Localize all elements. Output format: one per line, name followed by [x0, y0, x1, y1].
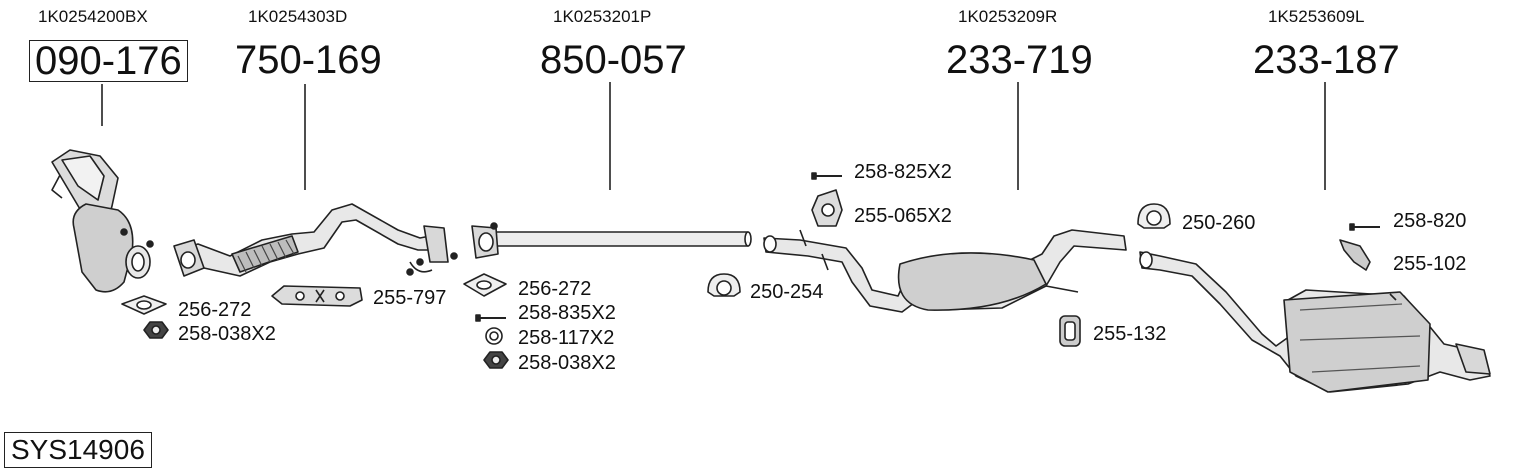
- bolt-icon: [475, 314, 506, 322]
- fitting-label[interactable]: 258-820: [1393, 210, 1467, 232]
- nut-icon: [143, 321, 169, 339]
- oem-number: 1K0253209R: [958, 7, 1058, 26]
- part-number-rear-silencer[interactable]: 233-187: [1253, 38, 1400, 82]
- fitting-label[interactable]: 256-272: [178, 299, 252, 321]
- nut-icon: [483, 351, 509, 369]
- fitting-label[interactable]: 258-038X2: [518, 352, 616, 374]
- front-pipe-icon: [173, 203, 458, 277]
- fitting-label[interactable]: 256-272: [518, 278, 592, 300]
- fitting-label[interactable]: 255-102: [1393, 253, 1467, 275]
- clamp-icon: [707, 273, 741, 297]
- oem-number: 1K5253609L: [1268, 7, 1365, 26]
- rubber-hanger-icon: [1059, 315, 1081, 347]
- oem-number: 1K0254200BX: [38, 7, 148, 26]
- part-number-catalytic-converter[interactable]: 090-176: [29, 40, 188, 82]
- oem-number: 1K0253201P: [553, 7, 652, 26]
- spring-ring-icon: [485, 327, 503, 345]
- fitting-label[interactable]: 258-825X2: [854, 161, 952, 183]
- fitting-label[interactable]: 250-260: [1182, 212, 1256, 234]
- gasket-icon: [121, 295, 167, 315]
- fitting-label[interactable]: 258-117X2: [518, 327, 615, 349]
- rubber-mount-icon: [811, 189, 843, 227]
- clamp-icon: [1137, 203, 1171, 229]
- oem-number: 1K0254303D: [248, 7, 348, 26]
- bolt-icon: [811, 172, 842, 180]
- part-number-middle-silencer[interactable]: 233-719: [946, 38, 1093, 82]
- centre-pipe-icon: [471, 222, 752, 259]
- bracket-icon: [1339, 239, 1371, 271]
- bolt-icon: [1349, 223, 1380, 231]
- fitting-label[interactable]: 250-254: [750, 281, 824, 303]
- fitting-label[interactable]: 258-038X2: [178, 323, 276, 345]
- fitting-label[interactable]: 255-797: [373, 287, 447, 309]
- fitting-label[interactable]: 255-065X2: [854, 205, 952, 227]
- part-number-centre-pipe[interactable]: 850-057: [540, 38, 687, 82]
- fitting-label[interactable]: 255-132: [1093, 323, 1167, 345]
- part-number-front-pipe[interactable]: 750-169: [235, 38, 382, 82]
- system-code: SYS14906: [4, 432, 152, 468]
- catalytic-converter-icon: [51, 149, 154, 293]
- middle-silencer-icon: [763, 229, 1127, 313]
- gasket-icon: [463, 273, 507, 297]
- fitting-label[interactable]: 258-835X2: [518, 302, 616, 324]
- rear-silencer-icon: [1139, 251, 1491, 393]
- heat-shield-bracket-icon: [271, 285, 363, 307]
